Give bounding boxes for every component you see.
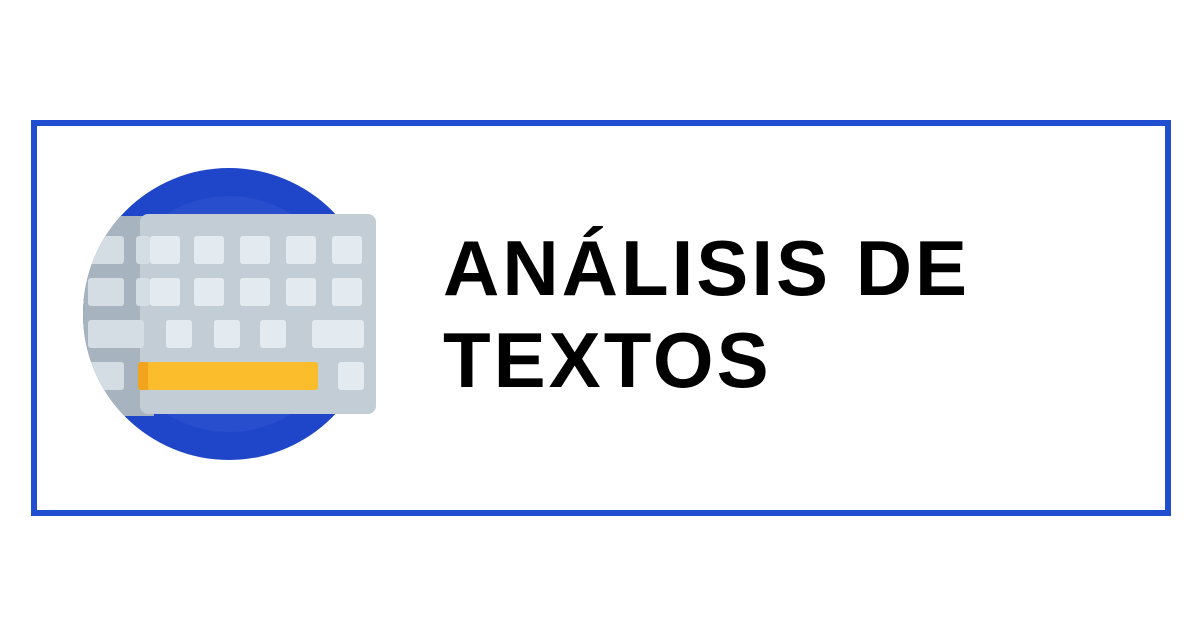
key <box>166 320 192 348</box>
key <box>88 236 124 264</box>
title-line-1: ANÁLISIS DE <box>443 224 971 312</box>
key <box>240 278 270 306</box>
key <box>312 320 364 348</box>
key <box>150 278 180 306</box>
key <box>286 278 316 306</box>
key <box>338 362 364 390</box>
key <box>136 236 150 264</box>
key <box>194 278 224 306</box>
key <box>88 320 144 348</box>
key <box>150 236 180 264</box>
title-line-2: TEXTOS <box>443 316 772 404</box>
key <box>88 278 124 306</box>
key <box>332 278 362 306</box>
key <box>214 320 240 348</box>
key <box>240 236 270 264</box>
spacebar-key <box>148 362 318 390</box>
key <box>260 320 286 348</box>
page-title: ANÁLISIS DE TEXTOS <box>443 222 970 406</box>
key <box>194 236 224 264</box>
key <box>88 362 124 390</box>
key <box>286 236 316 264</box>
keyboard-icon <box>74 166 384 466</box>
key <box>332 236 362 264</box>
key <box>136 278 150 306</box>
spacebar-shadow <box>138 362 150 390</box>
